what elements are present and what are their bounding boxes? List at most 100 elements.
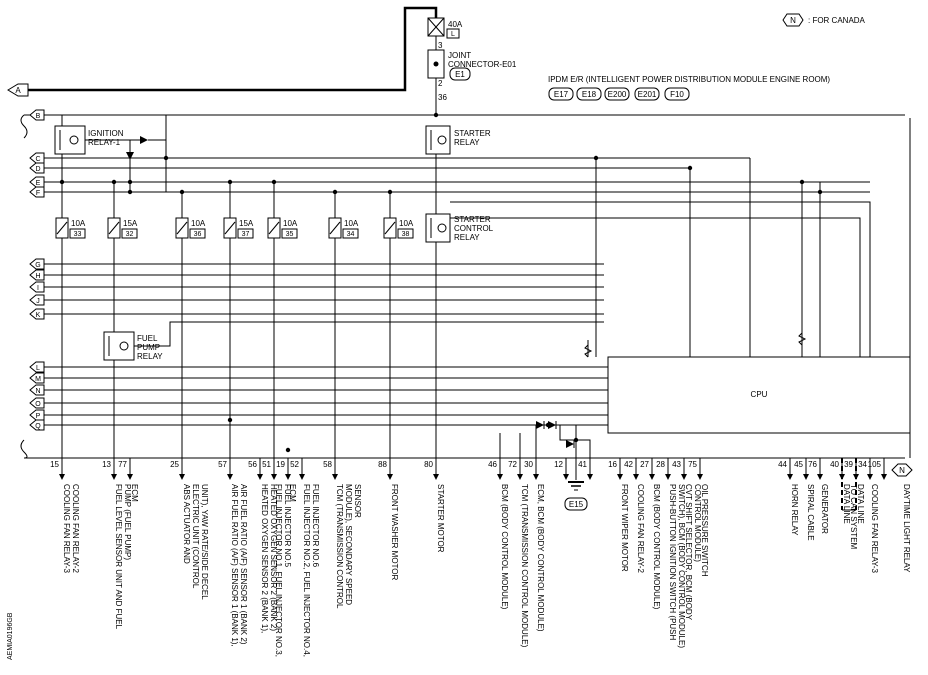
output-pin-25: 25 (170, 460, 179, 469)
joint-label-1: JOINT (448, 51, 471, 60)
output-label-14-line-1: TCM (TRANSMISSION CONTROL MODULE) (520, 484, 529, 648)
output-arrow-56 (257, 474, 263, 480)
output-arrow-51 (271, 474, 277, 480)
side-connector-label-D: D (35, 166, 40, 173)
starter-relay-label-line-2: RELAY (454, 138, 480, 147)
starter-relay-label-line-1: STARTER (454, 129, 491, 138)
ipdm-input-pin: 36 (438, 93, 447, 102)
ipdm-connector-E201-frame (634, 87, 660, 101)
junction-dot-5 (163, 155, 169, 161)
output-label-21-line-1: OIL PRESSURE SWITCH (700, 484, 709, 577)
ipdm-title: IPDM E/R (INTELLIGENT POWER DISTRIBUTION… (548, 75, 830, 84)
ipdm-connector-E18: E18 (582, 90, 597, 99)
side-connector-label-P: P (36, 413, 41, 420)
output-badge-frame (891, 463, 913, 477)
output-pin-30: 30 (524, 460, 533, 469)
fuse-38-box (397, 228, 414, 239)
side-connector-K (29, 308, 45, 320)
fuse-36-number: 36 (194, 231, 202, 238)
fuel-pump-relay-label-line-3: RELAY (137, 352, 163, 361)
junction-dot-14 (799, 179, 805, 185)
ipdm-connector-E200: E200 (608, 90, 627, 99)
output-pin-42: 42 (624, 460, 633, 469)
output-label-25-line-1: DATA LINE (842, 484, 851, 524)
output-arrow-46 (497, 474, 503, 480)
output-label-28-line-1: COOLING FAN RELAY-3 (870, 484, 879, 573)
diode-3 (566, 440, 574, 448)
cpu-label: CPU (751, 390, 768, 399)
side-connector-G (29, 258, 45, 270)
output-label-26-line-1: DATA LINE (856, 484, 865, 524)
fuse-34-rating: 10A (344, 219, 359, 228)
output-arrow-72 (517, 474, 523, 480)
output-arrow-40 (839, 474, 845, 480)
output-arrow-57 (227, 474, 233, 480)
ipdm-connector-E17-frame (548, 87, 574, 101)
output-label-19-line-1: PUSH-BUTTON IGNITION SWITCH (PUSH (668, 484, 677, 641)
side-connector-label-J: J (36, 298, 40, 305)
output-pin-28: 28 (656, 460, 665, 469)
ipdm-connector-E201: E201 (638, 90, 657, 99)
output-arrow-88 (387, 474, 393, 480)
output-label-5-line-1: AIR FUEL RATIO (A/F) SENSOR 1 (BANK 1), (230, 484, 239, 647)
side-connector-F (29, 186, 45, 198)
output-arrow-25 (179, 474, 185, 480)
side-connector-label-N: N (35, 388, 40, 395)
connector-a-label: A (15, 86, 21, 95)
output-pin-45: 45 (794, 460, 803, 469)
output-label-16-line-1: FRONT WIPER MOTOR (620, 484, 629, 572)
output-pin-41: 41 (578, 460, 587, 469)
output-arrow-28 (665, 474, 671, 480)
junction-dot-3 (127, 179, 133, 185)
side-connector-E (29, 176, 45, 188)
resistor-2 (798, 332, 807, 346)
output-label-20-line-1: CVT SHIFT SELECTOR, BCM (BODY (684, 484, 693, 621)
output-label-4-line-3: UNIT), YAW RATE/SIDE DECEL (200, 484, 209, 600)
output-label-8-line-1: ECM (288, 484, 297, 502)
side-connector-label-M: M (35, 376, 41, 383)
output-label-27-line-1: TO CAN SYSTEM (849, 484, 858, 550)
fuse-38-rating: 10A (399, 219, 414, 228)
output-arrow-76 (817, 474, 823, 480)
fuse-32-box (121, 228, 138, 239)
output-label-4-line-1: ABS ACTUATOR AND (182, 484, 191, 564)
output-label-6-line-1: HEATED OXYGEN SENSOR 2 (BANK 1), (260, 484, 269, 633)
fuse-37-element (224, 221, 236, 235)
output-arrow-39 (853, 474, 859, 480)
output-pin-16: 16 (608, 460, 617, 469)
output-pin-34: 34 (858, 460, 867, 469)
output-pin-46: 46 (488, 460, 497, 469)
output-label-10-line-1: TCM (TRANSMISSION CONTROL (335, 484, 344, 609)
side-connector-M (29, 372, 45, 384)
output-label-17-line-1: COOLING FAN RELAY-2 (636, 484, 645, 573)
junction-dot-19 (573, 437, 579, 443)
ipdm-connector-E18-frame (576, 87, 602, 101)
output-pin-77: 77 (118, 460, 127, 469)
joint-connector-badge-frame (449, 67, 471, 81)
output-label-2-line-1: FUEL LEVEL SENSOR UNIT AND FUEL (114, 484, 123, 630)
fuse-37-number: 37 (242, 231, 250, 238)
side-connector-label-K: K (36, 312, 41, 319)
side-connector-L (29, 361, 45, 373)
output-pin-19: 19 (276, 460, 285, 469)
output-pin-12: 12 (554, 460, 563, 469)
output-pin-56: 56 (248, 460, 257, 469)
junction-dot-8 (271, 179, 277, 185)
output-pin-105: 105 (868, 460, 882, 469)
ground-connector-badge: E15 (569, 500, 584, 509)
ignition-relay-1-label-line-1: IGNITION (88, 129, 124, 138)
output-arrow-34 (867, 474, 873, 480)
fuse-38-number: 38 (402, 231, 410, 238)
output-pin-43: 43 (672, 460, 681, 469)
fuse-35-number: 35 (286, 231, 294, 238)
diode-1 (536, 421, 544, 429)
side-connector-C (29, 152, 45, 164)
main-fuse-code-box (446, 28, 460, 39)
output-label-13-line-1: BCM (BODY CONTROL MODULE) (500, 484, 509, 610)
output-pin-88: 88 (378, 460, 387, 469)
side-connector-J (29, 294, 45, 306)
side-connector-I (29, 281, 45, 293)
output-pin-15: 15 (50, 460, 59, 469)
side-connector-label-F: F (36, 190, 40, 197)
main-fuse-rating: 40A (448, 20, 463, 29)
